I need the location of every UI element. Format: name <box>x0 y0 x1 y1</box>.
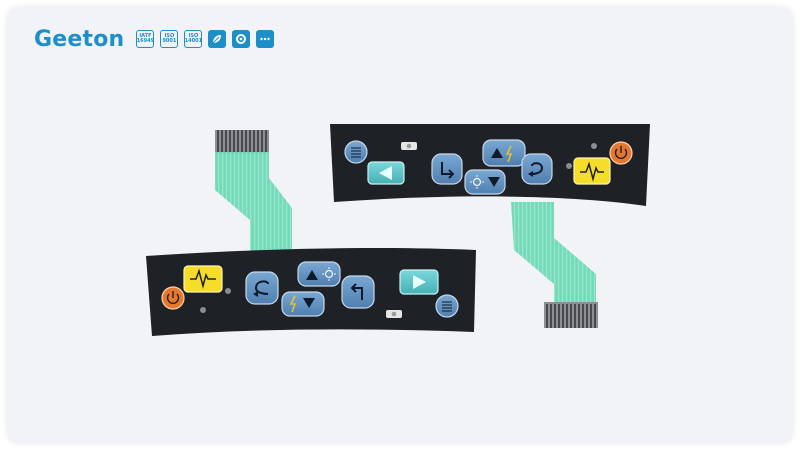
down-arrow-key-icon <box>464 169 506 195</box>
up-arrow-key-icon <box>482 139 526 167</box>
wave-key-icon <box>573 157 611 185</box>
up-arrow-key-icon <box>297 261 341 287</box>
back-key-icon <box>341 275 375 309</box>
membrane-switch-bottom-left <box>146 130 476 336</box>
cert-line: 9001 <box>162 38 177 44</box>
cert-badge-iso9001: ISO 9001 <box>160 30 179 48</box>
indicator-led-icon <box>225 288 231 294</box>
wave-key-icon <box>183 265 223 293</box>
membrane-switch-photo <box>146 124 650 336</box>
gear-icon <box>232 30 251 48</box>
indicator-led-icon <box>566 163 572 169</box>
list-key-icon <box>435 294 459 318</box>
brand-header: Geeton IATF 16949 ISO 9001 ISO 14001 <box>34 24 275 54</box>
leaf-icon <box>208 30 227 48</box>
cert-line: ISO <box>188 32 199 39</box>
cert-line: 16949 <box>136 38 155 44</box>
redo-key-icon <box>521 153 553 185</box>
indicator-led-icon <box>200 307 206 313</box>
more-icon <box>256 30 275 48</box>
connector-pins <box>215 130 269 154</box>
cert-line: IATF <box>139 32 152 39</box>
indicator-led-icon <box>591 143 597 149</box>
connector-pins <box>544 302 598 328</box>
membrane-switch-top-right <box>330 124 650 328</box>
cert-badge-iso14001: ISO 14001 <box>184 30 203 48</box>
flex-tail <box>511 202 596 304</box>
image-frame: Geeton IATF 16949 ISO 9001 ISO 14001 <box>6 6 794 444</box>
return-key-icon <box>431 153 463 185</box>
flex-tail <box>215 152 292 256</box>
list-key-icon <box>344 140 368 164</box>
down-arrow-key-icon <box>281 291 325 317</box>
cert-line: 14001 <box>184 38 203 44</box>
brand-logo: Geeton <box>34 26 125 52</box>
undo-key-icon <box>245 271 279 305</box>
cert-line: ISO <box>164 32 175 39</box>
cert-badge-iatf: IATF 16949 <box>136 30 155 48</box>
